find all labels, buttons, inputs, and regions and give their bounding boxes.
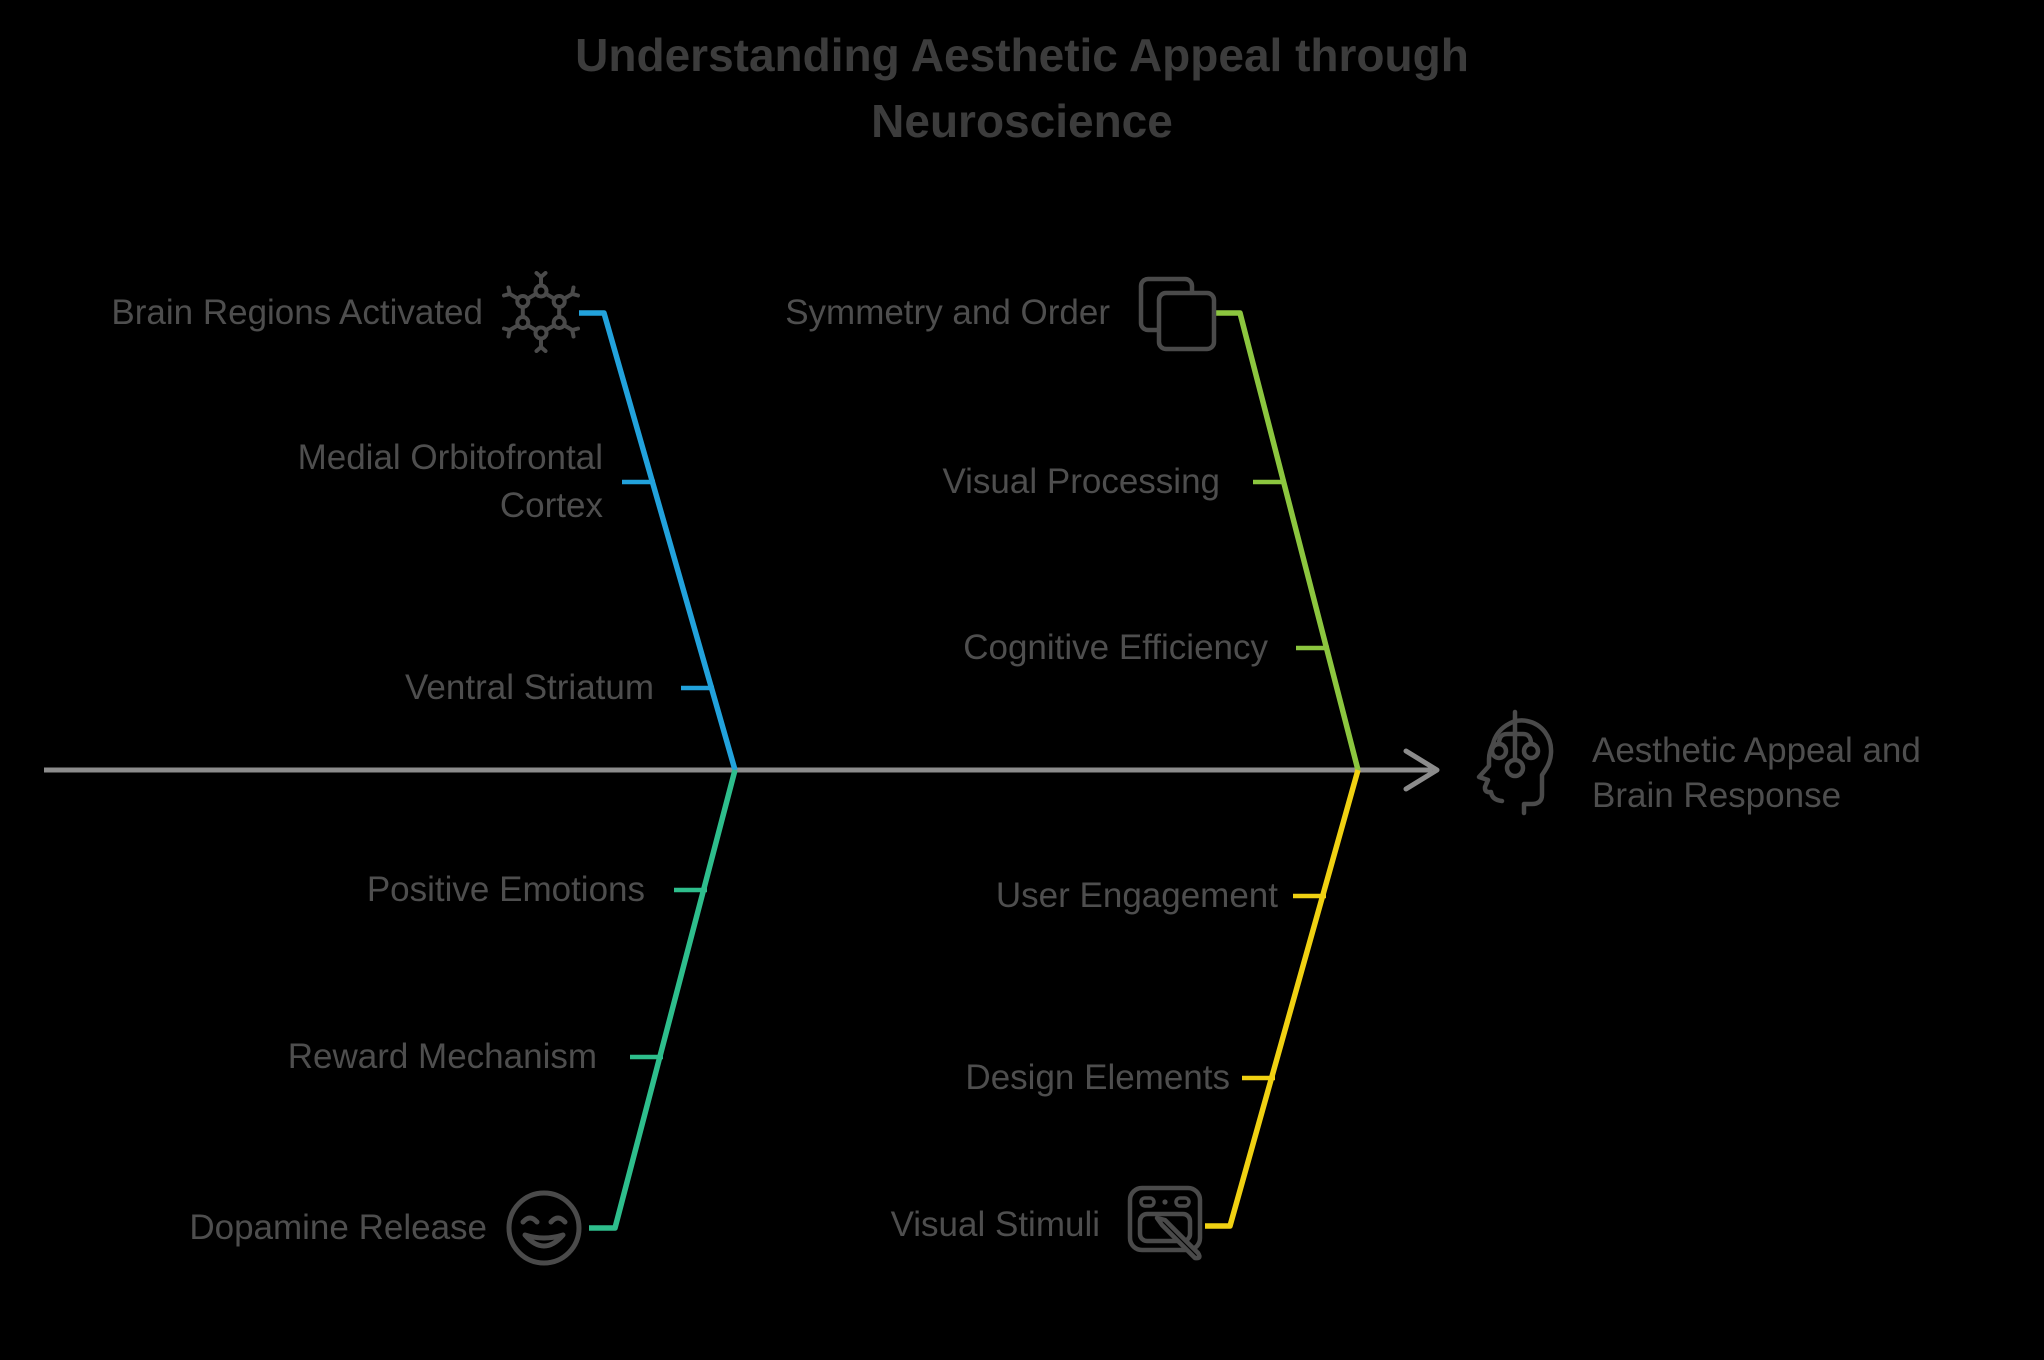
smiley-icon: [506, 1190, 582, 1266]
branch-line-symmetry-order: [1216, 310, 1361, 771]
cause-label-visual-processing: Visual Processing: [942, 462, 1220, 501]
cause-label-ventral-striatum: Ventral Striatum: [405, 668, 654, 707]
branch-line-brain-regions: [579, 310, 738, 771]
tablet-pen-icon: [1127, 1185, 1203, 1261]
spine-arrowhead-icon: [1403, 748, 1440, 792]
branch-line-dopamine-release: [589, 769, 738, 1231]
branch-label-brain-regions-activated: Brain Regions Activated: [111, 293, 483, 332]
branch-label-symmetry-and-order: Symmetry and Order: [785, 293, 1110, 332]
page-title: Understanding Aesthetic Appeal through N…: [575, 29, 1469, 147]
molecule-icon: [502, 271, 580, 353]
copy-icon: [1138, 276, 1217, 352]
cause-label-positive-emotions: Positive Emotions: [366, 870, 645, 909]
head-circuit-icon: [1476, 709, 1554, 816]
branch-line-visual-stimuli: [1205, 769, 1361, 1229]
cause-label-reward-mechanism: Reward Mechanism: [287, 1037, 597, 1076]
cause-label-user-engagement: User Engagement: [995, 876, 1278, 915]
cause-label-medial-orbitofrontal-cortex: Medial Orbitofrontal Cortex: [297, 438, 603, 525]
effect-label-aesthetic-appeal: Aesthetic Appeal and Brain Response: [1592, 731, 1921, 815]
cause-label-cognitive-efficiency: Cognitive Efficiency: [963, 628, 1268, 667]
cause-label-design-elements: Design Elements: [965, 1058, 1230, 1097]
branch-label-visual-stimuli: Visual Stimuli: [890, 1205, 1100, 1244]
branch-label-dopamine-release: Dopamine Release: [189, 1208, 487, 1247]
